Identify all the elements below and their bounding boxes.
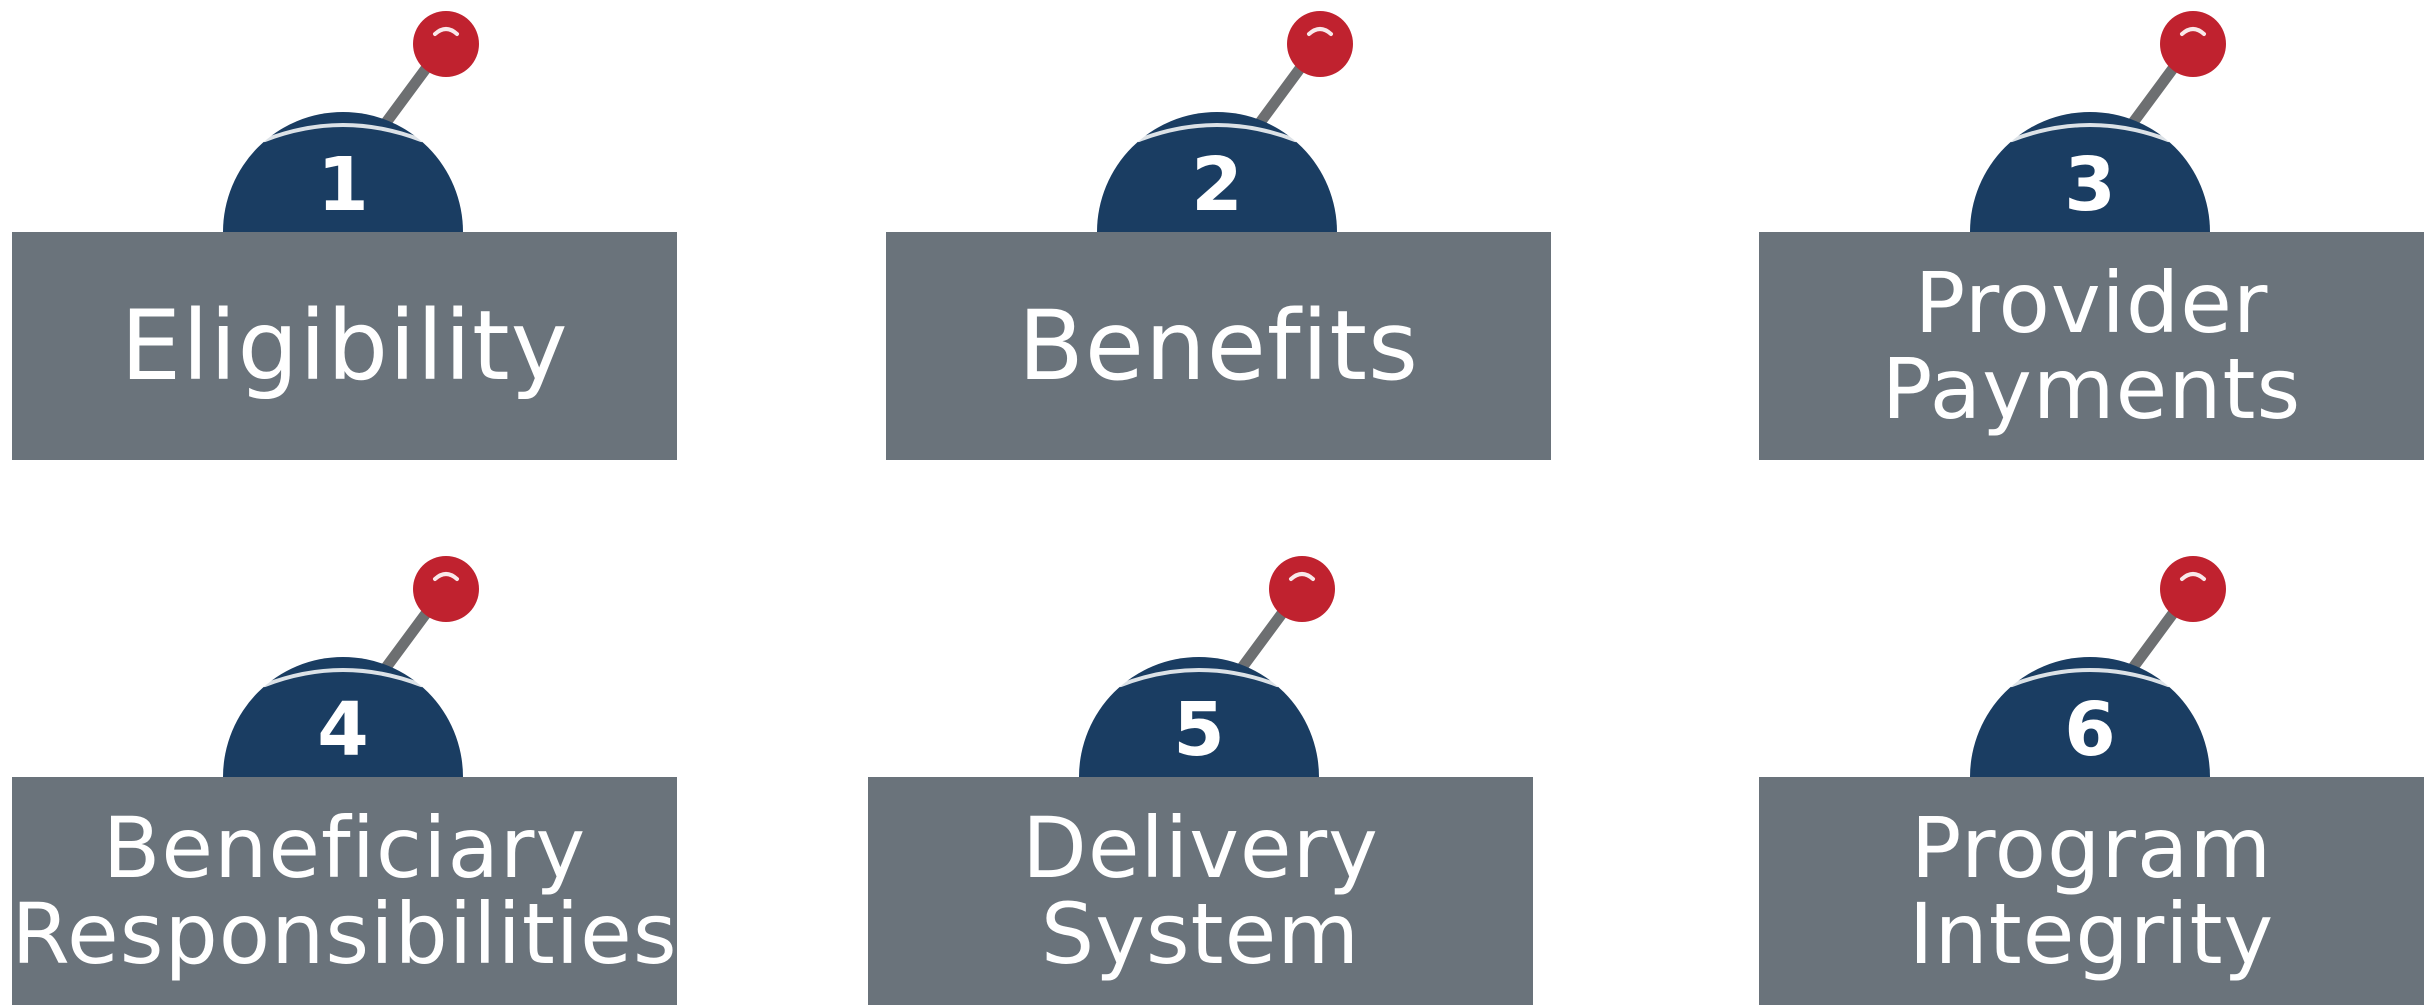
dome	[1970, 112, 2210, 232]
pin-stick	[1235, 598, 1295, 675]
step-label-line: Benefits	[1018, 290, 1419, 402]
step-label-line: Payments	[1881, 340, 2302, 438]
pushpin-icon	[413, 556, 479, 622]
pushpin-icon	[413, 11, 479, 77]
dome-and-pin: 1	[223, 11, 479, 232]
step-label-line: System	[1040, 885, 1361, 983]
step-number: 2	[1191, 142, 1243, 228]
pushpin-icon	[2160, 556, 2226, 622]
pin-shine	[433, 572, 459, 581]
step-label-line: Delivery	[1022, 799, 1379, 897]
step-label-box: Benefits	[886, 232, 1551, 460]
pushpin-icon	[1269, 556, 1335, 622]
step-label-line: Beneficiary	[102, 799, 587, 897]
step-label-line: Provider	[1914, 254, 2269, 352]
dome	[1079, 657, 1319, 777]
dome-highlight	[263, 123, 423, 142]
pin-stick	[1253, 53, 1313, 130]
dome	[223, 112, 463, 232]
dome-and-pin: 6	[1970, 556, 2226, 777]
pin-shine	[433, 27, 459, 36]
step-number: 3	[2064, 142, 2116, 228]
pushpin-icon	[2160, 11, 2226, 77]
dome-highlight	[263, 668, 423, 687]
step-label-box: Eligibility	[12, 232, 677, 460]
dome-and-pin: 4	[223, 556, 479, 777]
step-number: 6	[2064, 687, 2116, 773]
step-label-line: Eligibility	[120, 290, 569, 402]
dome-and-pin: 2	[1097, 11, 1353, 232]
pushpin-icon	[1287, 11, 1353, 77]
step-number: 5	[1173, 687, 1225, 773]
dome-highlight	[1119, 668, 1279, 687]
dome-highlight	[2010, 668, 2170, 687]
pin-stick	[2126, 598, 2186, 675]
step-label-line: Integrity	[1908, 885, 2275, 983]
dome-and-pin: 3	[1970, 11, 2226, 232]
pin-stick	[2126, 53, 2186, 130]
dome-highlight	[1137, 123, 1297, 142]
pin-stick	[379, 53, 439, 130]
pin-stick	[379, 598, 439, 675]
dome-and-pin: 5	[1079, 556, 1335, 777]
pin-shine	[1289, 572, 1315, 581]
dome	[1970, 657, 2210, 777]
dome-highlight	[2010, 123, 2170, 142]
pin-shine	[2180, 27, 2206, 36]
step-label-line: Responsibilities	[11, 885, 678, 983]
pin-shine	[2180, 572, 2206, 581]
step-label-line: Program	[1910, 799, 2273, 897]
pin-shine	[1307, 27, 1333, 36]
dome	[1097, 112, 1337, 232]
dome	[223, 657, 463, 777]
step-number: 1	[317, 142, 369, 228]
step-number: 4	[317, 687, 369, 773]
